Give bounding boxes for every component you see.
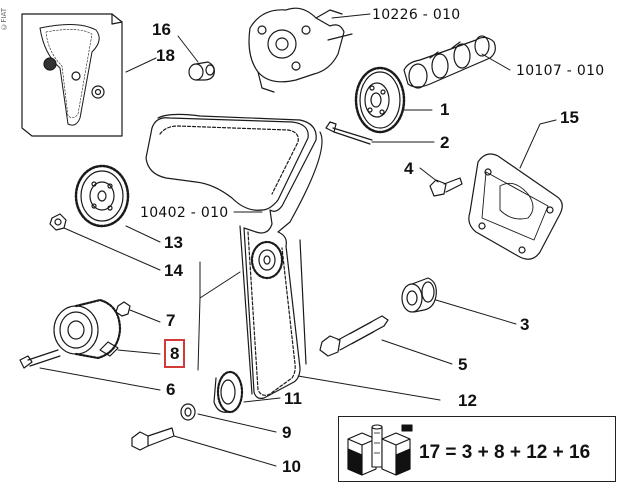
bolt-2 — [325, 121, 373, 145]
label-15: 15 — [560, 108, 579, 127]
bolt-5 — [319, 315, 389, 357]
roller-3 — [401, 277, 437, 313]
label-5: 5 — [458, 355, 468, 374]
roller-16 — [188, 61, 215, 81]
bolt-6 — [19, 349, 61, 369]
sprocket-11 — [213, 370, 244, 414]
camshaft — [403, 35, 496, 89]
high-pressure-pump — [248, 7, 353, 93]
nut-7 — [115, 301, 131, 317]
belt-idler-upper — [250, 240, 284, 280]
label-14: 14 — [164, 261, 183, 280]
label-9: 9 — [282, 423, 292, 442]
label-13: 13 — [164, 233, 183, 252]
label-3: 3 — [520, 315, 530, 334]
leader-lines — [39, 13, 557, 467]
ref-10226-010: 10226 - 010 — [372, 7, 461, 23]
bracket-15 — [468, 153, 563, 260]
bolt-10 — [131, 427, 175, 451]
label-4: 4 — [404, 159, 414, 178]
label-7: 7 — [166, 311, 176, 330]
label-12: 12 — [458, 391, 477, 410]
label-6: 6 — [166, 380, 176, 399]
label-1: 1 — [440, 100, 450, 119]
kit-formula-text: 17 = 3 + 8 + 12 + 16 — [419, 442, 591, 463]
inset-overview — [21, 13, 123, 137]
nut-14 — [49, 213, 67, 231]
camshaft-pulley — [354, 66, 406, 134]
ref-10402-010: 10402 - 010 — [140, 205, 229, 221]
sprocket-13 — [74, 164, 130, 228]
label-11: 11 — [284, 389, 302, 408]
timing-belt — [145, 113, 323, 399]
label-18: 18 — [156, 46, 175, 65]
label-10: 10 — [282, 457, 301, 476]
tensioner-6 — [53, 298, 122, 360]
label-2: 2 — [440, 133, 450, 152]
washer-9 — [180, 403, 196, 421]
ref-10107-010: 10107 - 010 — [516, 63, 605, 79]
label-8-highlighted: 8 — [163, 339, 186, 368]
bolt-4 — [429, 177, 463, 197]
kit-formula-box: 17 = 3 + 8 + 12 + 16 — [338, 416, 616, 482]
label-16: 16 — [152, 20, 171, 39]
kit-package-icon — [347, 424, 413, 476]
